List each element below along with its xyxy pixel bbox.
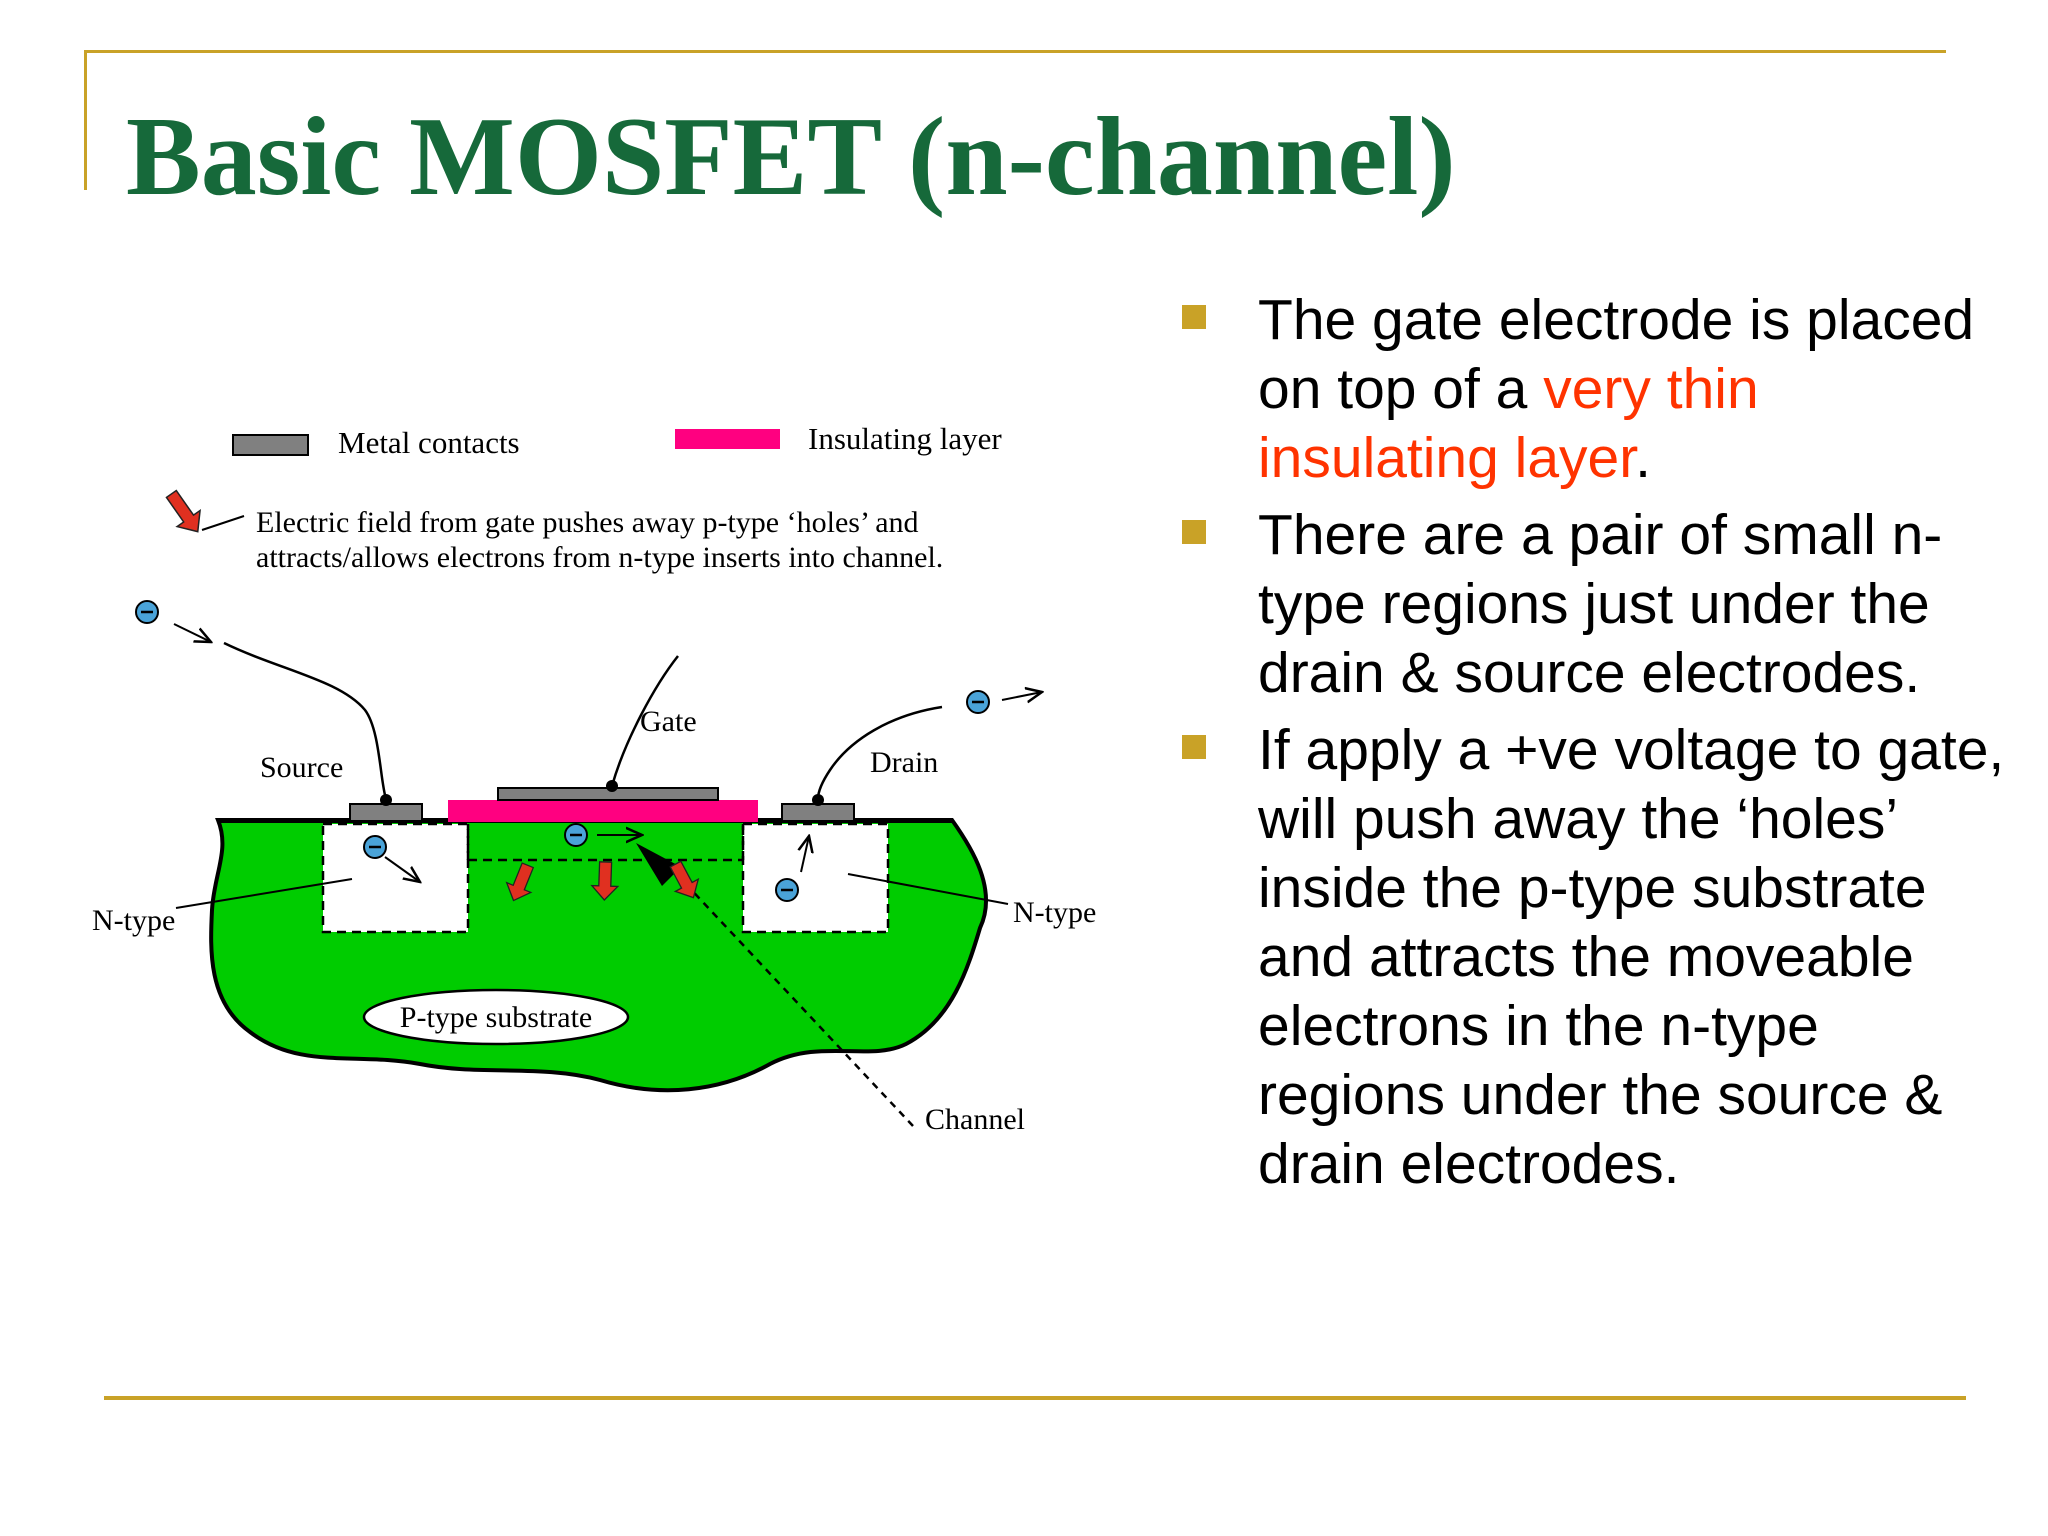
n-type-label-right: N-type (1013, 896, 1096, 929)
bullet-item: The gate electrode is placed on top of a… (1178, 286, 2008, 493)
source-label: Source (260, 751, 343, 784)
channel-label: Channel (925, 1103, 1025, 1136)
bullet-list: The gate electrode is placed on top of a… (1178, 286, 2008, 1207)
legend-metal-swatch (232, 434, 309, 456)
channel-pointer-arrowhead (636, 843, 681, 886)
bullet-square-icon (1182, 520, 1206, 544)
electron-icon (363, 835, 387, 859)
bullet-tail: . (1635, 426, 1651, 490)
electron-icon (564, 823, 588, 847)
drain-metal-contact (781, 803, 855, 822)
bullet-square-icon (1182, 305, 1206, 329)
electron-motion-arrow (1001, 692, 1042, 700)
field-arrow-icon (165, 489, 201, 533)
electron-icon (135, 600, 159, 624)
slide-title: Basic MOSFET (n-channel) (126, 95, 1456, 219)
electron-motion-arrow (801, 836, 809, 873)
n-type-region-right (741, 822, 890, 934)
bottom-rule (104, 1396, 1966, 1400)
electron-motion-arrow (384, 856, 420, 882)
bullet-highlight: very thin insulating layer (1258, 357, 1759, 490)
legend-insulator-label: Insulating layer (808, 421, 1002, 456)
n-type-label-left: N-type (92, 904, 175, 937)
bullet-square-icon (1182, 735, 1206, 759)
top-rule (84, 50, 1946, 53)
mosfet-diagram: Metal contacts Insulating layer Electric… (92, 421, 1096, 1136)
substrate-label-oval (362, 988, 630, 1046)
bullet-text: There are a pair of small n-type regions… (1258, 503, 1943, 705)
legend-insulator-swatch (675, 429, 780, 449)
field-note-leader (201, 515, 245, 531)
source-wire (223, 641, 388, 800)
gate-label: Gate (640, 705, 697, 738)
legend-metal-label: Metal contacts (338, 425, 520, 460)
bullet-text: The gate electrode is placed on top of a (1258, 288, 1975, 421)
left-rule (84, 50, 87, 190)
field-arrow-icon (590, 861, 620, 901)
drain-terminal (812, 794, 824, 806)
gate-terminal (606, 780, 618, 792)
bullet-text: If apply a +ve voltage to gate, will pus… (1258, 718, 2005, 1196)
field-arrow-icon (669, 860, 700, 899)
electron-motion-arrow (173, 623, 211, 642)
electron-icon (775, 878, 799, 902)
bullet-item: If apply a +ve voltage to gate, will pus… (1178, 716, 2008, 1199)
source-terminal (380, 794, 392, 806)
drain-wire (816, 705, 943, 800)
substrate-label: P-type substrate (400, 1001, 592, 1034)
field-note-line1: Electric field from gate pushes away p-t… (256, 506, 919, 539)
insulating-layer (448, 800, 758, 822)
drain-label: Drain (870, 746, 938, 779)
field-note-line2: attracts/allows electrons from n-type in… (256, 541, 943, 574)
gate-wire (610, 655, 679, 787)
channel-pointer-line (683, 881, 914, 1127)
source-metal-contact (349, 803, 423, 822)
n-type-leader-left (175, 878, 353, 909)
n-type-region-left (321, 822, 470, 934)
field-arrow-icon (505, 862, 535, 902)
electron-icon (966, 690, 990, 714)
bullet-item: There are a pair of small n-type regions… (1178, 501, 2008, 708)
n-type-leader-right (847, 873, 1009, 905)
